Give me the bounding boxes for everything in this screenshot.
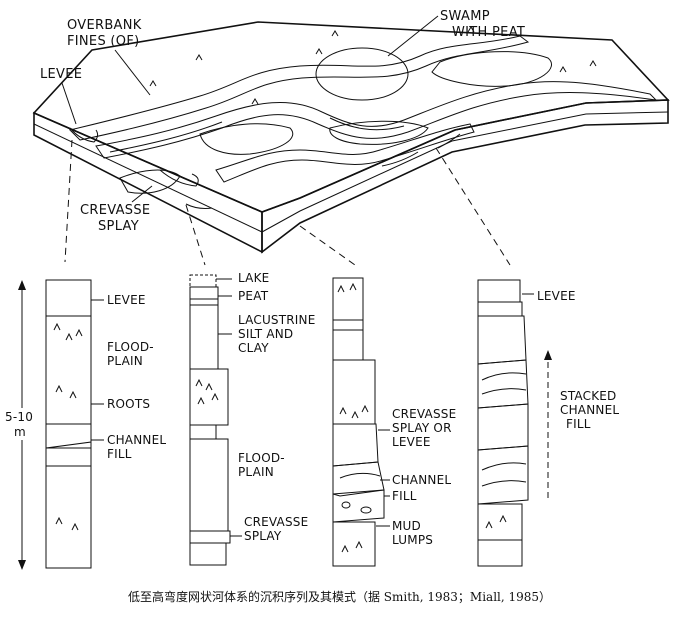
col2-peat: PEAT — [238, 289, 269, 303]
column-4-labels: LEVEE STACKED CHANNEL FILL — [522, 289, 619, 498]
col4-levee: LEVEE — [537, 289, 576, 303]
column-3 — [332, 277, 385, 567]
col1-levee: LEVEE — [107, 293, 146, 307]
main-channel-belt — [69, 35, 530, 141]
block-labels: OVERBANK FINES (OF) LEVEE SWAMP WITH PEA… — [40, 9, 525, 234]
col2-clay: CLAY — [238, 341, 269, 355]
col4-stacked: STACKED — [560, 389, 616, 403]
fines-label: FINES (OF) — [67, 34, 140, 49]
swamp-label: SWAMP — [440, 9, 490, 24]
col2-silt-and: SILT AND — [238, 327, 293, 341]
block-diagram — [32, 21, 670, 254]
block-front-face — [33, 111, 263, 254]
col2-lacustrine: LACUSTRINE — [238, 313, 316, 327]
col1-flood: FLOOD- — [107, 340, 154, 354]
column-2-labels: LAKE PEAT LACUSTRINE SILT AND CLAY FLOOD… — [216, 271, 316, 543]
splay-label-block: SPLAY — [98, 219, 139, 234]
lower-bar — [199, 123, 294, 155]
col1-roots: ROOTS — [107, 397, 150, 411]
peat-swamp — [315, 47, 409, 101]
col1-plain: PLAIN — [107, 354, 143, 368]
column-1 — [45, 279, 92, 569]
col3-fill: FILL — [392, 489, 417, 503]
column-1-labels: LEVEE FLOOD- PLAIN ROOTS CHANNEL FILL — [91, 293, 166, 461]
correlation-lines — [64, 139, 511, 266]
crevasse-splay-fan — [119, 169, 181, 194]
col3-splay-or: SPLAY OR — [392, 421, 452, 435]
center-island — [329, 120, 429, 145]
scale-value: 5-10 — [5, 410, 33, 424]
scale-bar: 5-10 m — [4, 280, 38, 570]
levee-label-block: LEVEE — [40, 67, 82, 82]
col2-splay: SPLAY — [244, 529, 282, 543]
col4-fill: FILL — [566, 417, 591, 431]
col3-levee: LEVEE — [392, 435, 431, 449]
column-2 — [189, 274, 231, 566]
col3-lumps: LUMPS — [392, 533, 433, 547]
col2-flood: FLOOD- — [238, 451, 285, 465]
figure-caption: 低至高弯度网状河体系的沉积序列及其模式（据 Smith, 1983；Miall,… — [127, 590, 552, 604]
col1-channel: CHANNEL — [107, 433, 166, 447]
upper-right-island — [431, 51, 552, 87]
overbank-label: OVERBANK — [67, 18, 142, 33]
block-right-face — [261, 99, 669, 254]
column-3-labels: CREVASSE SPLAY OR LEVEE CHANNEL FILL MUD… — [376, 407, 456, 547]
crevasse-label-block: CREVASSE — [80, 203, 150, 218]
channel-belt-2 — [95, 81, 658, 159]
col4-channel: CHANNEL — [560, 403, 619, 417]
col3-crevasse: CREVASSE — [392, 407, 456, 421]
col2-lake: LAKE — [238, 271, 269, 285]
col2-crevasse: CREVASSE — [244, 515, 308, 529]
with-peat-label: WITH PEAT — [452, 25, 525, 40]
col2-plain: PLAIN — [238, 465, 274, 479]
col1-fill: FILL — [107, 447, 132, 461]
figure-canvas: OVERBANK FINES (OF) LEVEE SWAMP WITH PEA… — [4, 9, 670, 570]
scale-unit: m — [14, 425, 26, 439]
col3-mud: MUD — [392, 519, 421, 533]
channel-belt-3 — [215, 123, 475, 183]
col3-channel: CHANNEL — [392, 473, 451, 487]
column-4 — [477, 279, 529, 567]
